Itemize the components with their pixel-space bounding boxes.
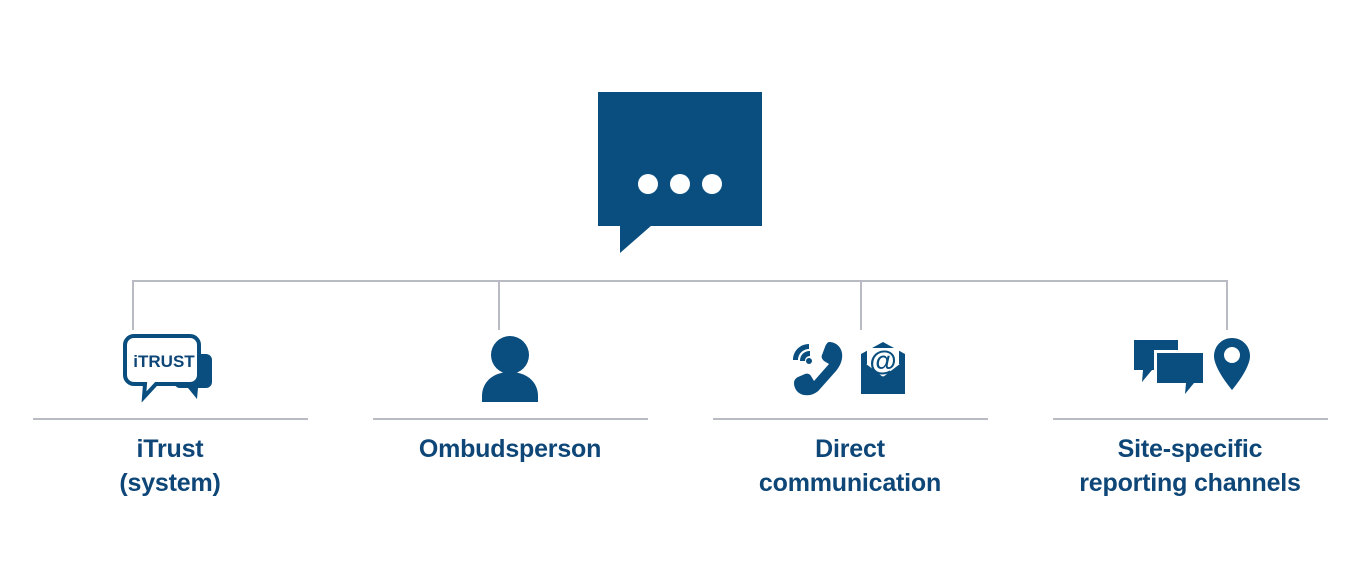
person-silhouette-icon [475,330,545,406]
branch-direct-communication[interactable]: @ Direct communication [680,330,1020,530]
at-symbol: @ [869,345,896,376]
map-pin-icon [1214,338,1250,390]
branch-site-specific[interactable]: Site-specific reporting channels [1020,330,1360,530]
column-rule [712,418,988,420]
column-rule [32,418,308,420]
branch-columns: iTRUST iTrust (system) Ombudsperson [0,330,1360,530]
column-rule [1052,418,1328,420]
column-rule [372,418,648,420]
speech-bubble-body [598,92,762,226]
itrust-wordmark: iTRUST [133,352,195,371]
itrust-chat-bubbles-icon: iTRUST [122,330,218,406]
root-node-speech-bubble [598,92,762,253]
branch-label-itrust: iTrust (system) [119,435,221,497]
branch-ombudsperson[interactable]: Ombudsperson [340,330,680,530]
person-shoulders [482,372,538,402]
branch-label-site-specific: Site-specific reporting channels [1079,435,1301,497]
telephone-handset-icon [793,342,843,396]
map-pin-hole [1224,347,1240,363]
person-head [491,336,529,374]
branch-itrust[interactable]: iTRUST iTrust (system) [0,330,340,530]
branch-label-ombudsperson: Ombudsperson [418,435,602,463]
phone-and-email-icon: @ [785,330,915,406]
speech-bubble-tail [620,225,652,253]
chat-bubble-front [1157,353,1203,394]
email-envelope-icon: @ [861,342,905,394]
map-pin-body [1214,338,1250,390]
ellipsis-dot-3 [702,174,722,194]
speech-bubble-ellipsis-icon [638,174,722,194]
ellipsis-dot-1 [638,174,658,194]
itrust-front-bubble [123,334,201,403]
ellipsis-dot-2 [670,174,690,194]
branch-label-direct-communication: Direct communication [758,435,942,497]
chat-bubbles-map-pin-icon [1130,330,1250,406]
